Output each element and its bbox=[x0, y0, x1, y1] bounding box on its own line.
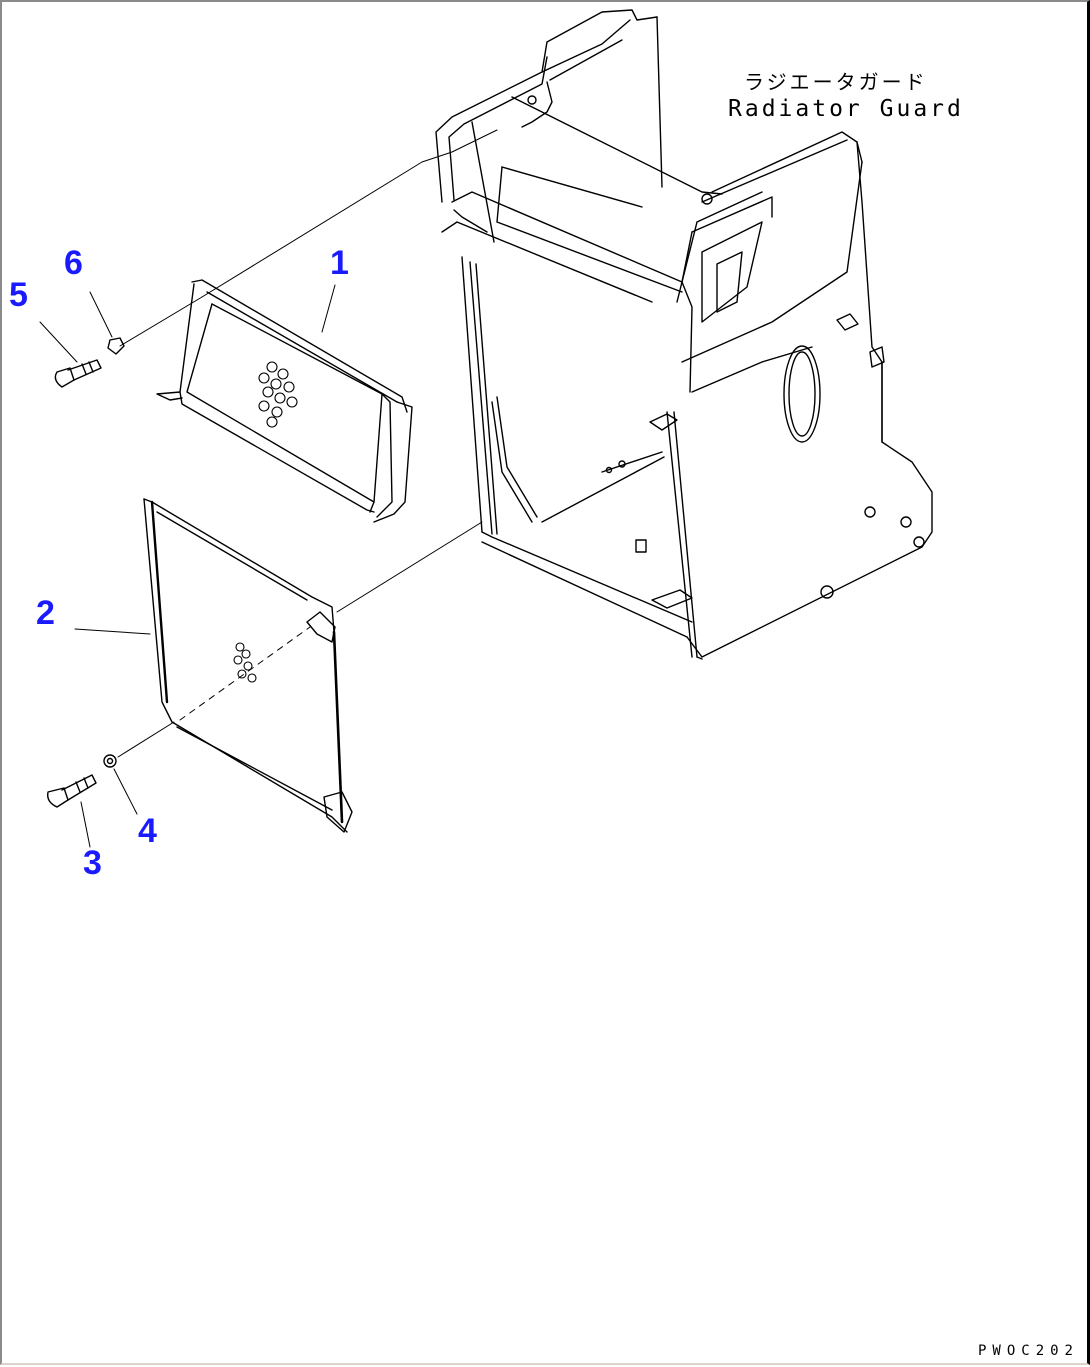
drawing-code: PWOC202 bbox=[977, 1343, 1079, 1359]
callout-6: 6 bbox=[64, 244, 83, 282]
callout-2: 2 bbox=[36, 594, 55, 632]
callout-5: 5 bbox=[9, 276, 28, 314]
callout-3: 3 bbox=[83, 844, 102, 882]
assembly-label-jp: ラジエータガード bbox=[744, 70, 928, 94]
callout-leaders bbox=[39, 284, 336, 848]
callout-4: 4 bbox=[138, 812, 157, 850]
part-1-drawing bbox=[156, 279, 413, 523]
assembly-label-en: Radiator Guard bbox=[728, 96, 964, 122]
part-2-drawing bbox=[143, 498, 483, 833]
radiator-guard-drawing bbox=[201, 9, 933, 660]
fastener-drawings bbox=[47, 296, 203, 808]
callout-1: 1 bbox=[330, 244, 349, 282]
